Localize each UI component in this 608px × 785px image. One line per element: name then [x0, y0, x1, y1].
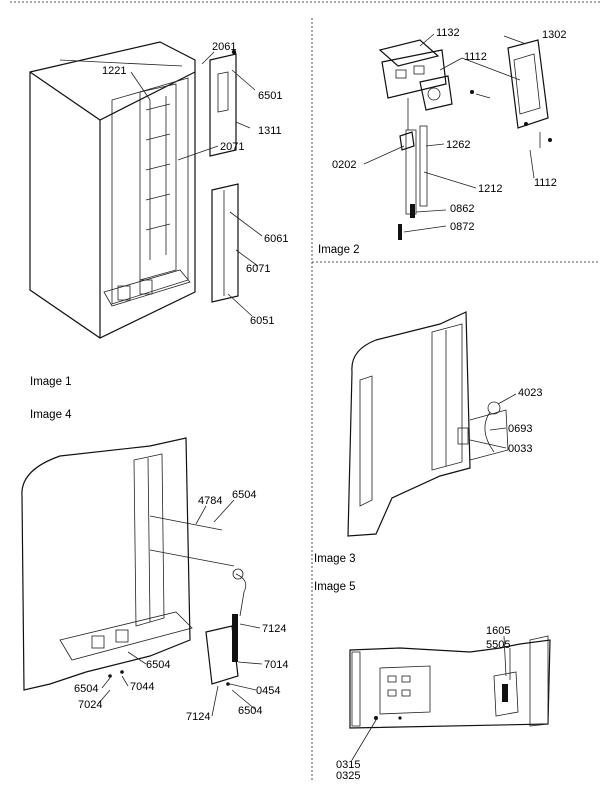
panel-dividers — [10, 1, 600, 780]
part-label: 5505 — [486, 639, 510, 651]
part-label: 7044 — [130, 681, 154, 693]
part-label: 1112 — [464, 51, 487, 63]
part-label: 0454 — [256, 685, 280, 697]
part-label: 6051 — [250, 315, 274, 327]
part-label: 7024 — [78, 699, 102, 711]
part-label: 1221 — [102, 65, 126, 77]
part-label: 0872 — [450, 221, 474, 233]
part-label: 1262 — [446, 139, 470, 151]
part-label: 4023 — [518, 387, 542, 399]
part-label: 6504 — [232, 489, 256, 501]
image1-labels: 2061 1221 6501 1311 2071 6061 6071 6051 — [102, 41, 288, 327]
image5-caption: Image 5 — [314, 581, 356, 593]
image1-caption: Image 1 — [30, 376, 72, 388]
part-label: 6061 — [264, 233, 288, 245]
part-label: 1112 — [534, 177, 557, 189]
image3-labels: 4023 0693 0033 — [508, 387, 542, 455]
image4-caption: Image 4 — [30, 409, 72, 421]
part-label: 0862 — [450, 203, 474, 215]
part-label: 1302 — [542, 29, 566, 41]
image5-labels: 1605 5505 0315 0325 — [336, 625, 510, 782]
part-label: 6071 — [246, 263, 270, 275]
part-label: 0033 — [508, 443, 532, 455]
part-label: 0325 — [336, 770, 360, 782]
part-label: 2061 — [212, 41, 236, 53]
part-label: 6504 — [146, 659, 170, 671]
part-label: 0202 — [332, 159, 356, 171]
image2-caption: Image 2 — [318, 244, 360, 256]
image3-drawing — [347, 311, 517, 537]
part-label: 6504 — [238, 705, 262, 717]
image5-drawing — [349, 635, 551, 761]
part-label: 1605 — [486, 625, 510, 637]
image3-caption: Image 3 — [314, 553, 356, 565]
image4-drawing — [21, 437, 263, 717]
image2-drawing — [363, 33, 552, 240]
part-label: 0315 — [336, 759, 360, 771]
part-label: 1212 — [478, 183, 502, 195]
part-label: 7014 — [264, 659, 288, 671]
part-label: 1311 — [258, 125, 282, 137]
image2-labels: 1132 1302 1112 1262 0202 1212 1112 0862 … — [332, 27, 566, 233]
part-label: 7124 — [186, 711, 210, 723]
part-label: 1132 — [436, 27, 460, 39]
image4-labels: 4784 6504 7124 7014 6504 7044 6504 7024 … — [74, 489, 288, 723]
part-label: 6501 — [258, 90, 282, 102]
part-label: 0693 — [508, 423, 532, 435]
part-label: 7124 — [262, 623, 286, 635]
part-label: 4784 — [198, 495, 222, 507]
image1-drawing — [29, 41, 263, 339]
part-label: 6504 — [74, 683, 98, 695]
part-label: 2071 — [220, 141, 244, 153]
